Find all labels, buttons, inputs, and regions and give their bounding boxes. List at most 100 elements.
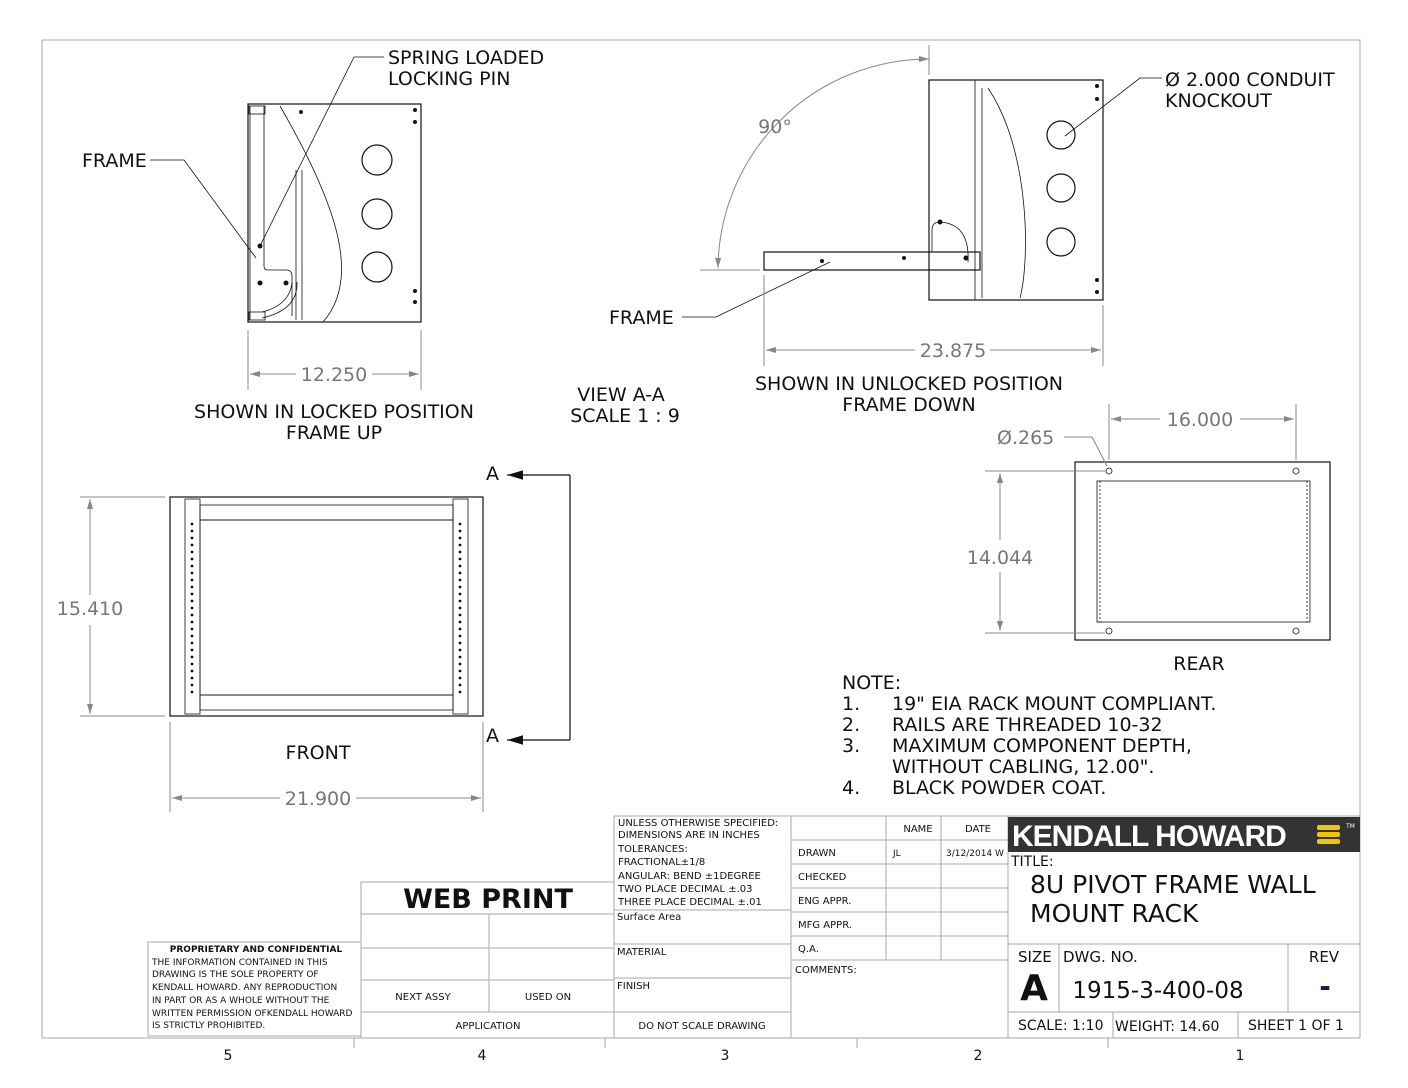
rail-hole [190, 662, 194, 666]
zone-4: 4 [478, 1048, 487, 1064]
notes-list: 1. 19" EIA RACK MOUNT COMPLIANT. 2. RAIL… [842, 693, 1216, 799]
rail-hole [458, 613, 462, 617]
drawing-title-1: 8U PIVOT FRAME WALL [1030, 870, 1316, 899]
size-value: A [1020, 968, 1048, 1009]
rail-hole [190, 606, 194, 610]
rail-hole [458, 641, 462, 645]
rail-hole [458, 557, 462, 561]
note-text: MAXIMUM COMPONENT DEPTH, [892, 735, 1192, 757]
zone-3: 3 [721, 1048, 730, 1064]
rev-value: - [1319, 970, 1331, 1003]
rail-hole [190, 683, 194, 687]
zone-1: 1 [1236, 1048, 1245, 1064]
finish-label: FINISH [617, 981, 650, 992]
dim-14044: 14.044 [967, 547, 1033, 569]
rev-label: REV [1309, 948, 1340, 966]
rail-hole [458, 683, 462, 687]
front-view [169, 496, 484, 717]
rail-hole [458, 578, 462, 582]
pin-leader [259, 56, 384, 247]
rail-hole [190, 641, 194, 645]
callout-pin-line2: LOCKING PIN [388, 68, 510, 90]
proprietary-heading: PROPRIETARY AND CONFIDENTIAL [170, 945, 343, 955]
tolerance-line: THREE PLACE DECIMAL ±.01 [617, 897, 762, 908]
caption-locked-2: FRAME UP [286, 422, 382, 444]
note-number: 2. [842, 714, 860, 736]
rail-hole [458, 669, 462, 673]
rail-hole [458, 571, 462, 575]
rail-hole [190, 578, 194, 582]
section-marker-top: A [486, 463, 499, 485]
tolerance-line: FRACTIONAL±1/8 [618, 857, 705, 868]
note-number: 3. [842, 735, 860, 757]
material-label: MATERIAL [617, 947, 667, 958]
zone-5: 5 [224, 1048, 233, 1064]
caption-front: FRONT [286, 742, 351, 764]
rail-hole [458, 522, 462, 526]
title-block-grid [147, 815, 1361, 1039]
section-scale-label: SCALE 1 : 9 [570, 405, 680, 427]
rail-hole [458, 585, 462, 589]
callout-knockout-2: KNOCKOUT [1165, 90, 1272, 112]
rail-hole [190, 634, 194, 638]
rail-hole [458, 543, 462, 547]
notes-heading: NOTE: [842, 672, 901, 694]
tolerance-line: UNLESS OTHERWISE SPECIFIED: [618, 818, 778, 829]
dim-15410: 15.410 [57, 598, 123, 620]
dim-hole: Ø.265 [997, 427, 1054, 449]
unlocked-view [700, 45, 1104, 301]
tolerance-line: TWO PLACE DECIMAL ±.03 [617, 884, 752, 895]
section-view-label: VIEW A-A [577, 384, 664, 406]
rail-hole [190, 620, 194, 624]
rail-hole [458, 536, 462, 540]
surface-area-label: Surface Area [617, 912, 681, 923]
rail-hole [458, 550, 462, 554]
locked-view [247, 103, 422, 323]
dim-23875: 23.875 [920, 340, 986, 362]
rail-hole [190, 557, 194, 561]
tolerance-line: ANGULAR: BEND ±1DEGREE [618, 871, 761, 882]
row-label: CHECKED [798, 872, 847, 883]
proprietary-line: KENDALL HOWARD. ANY REPRODUCTION [152, 983, 337, 993]
proprietary-line: THE INFORMATION CONTAINED IN THIS [151, 958, 328, 968]
section-marker-bottom: A [486, 725, 499, 747]
tolerance-line: TOLERANCES: [617, 844, 688, 855]
tolerance-line: DIMENSIONS ARE IN INCHES [618, 830, 760, 841]
rail-hole [458, 592, 462, 596]
rail-hole [190, 613, 194, 617]
sheet-value: SHEET 1 OF 1 [1248, 1018, 1344, 1034]
rail-hole [190, 529, 194, 533]
rail-hole [458, 627, 462, 631]
rail-hole [458, 599, 462, 603]
callout-knockout-1: Ø 2.000 CONDUIT [1165, 69, 1335, 91]
note-number: 4. [842, 777, 860, 799]
callout-pin-line1: SPRING LOADED [388, 47, 544, 69]
rail-hole [190, 669, 194, 673]
do-not-scale-label: DO NOT SCALE DRAWING [638, 1021, 765, 1032]
zone-2: 2 [974, 1048, 983, 1064]
frame-leader [150, 159, 257, 259]
proprietary-line: WRITTEN PERMISSION OFKENDALL HOWARD [152, 1009, 353, 1019]
proprietary-line: IS STRICTLY PROHIBITED. [152, 1021, 265, 1031]
rail-hole [190, 592, 194, 596]
hole-leader [1064, 436, 1108, 467]
size-label: SIZE [1018, 948, 1052, 966]
frame-leader-unlocked [682, 261, 831, 318]
rail-hole [190, 690, 194, 694]
row-label: ENG APPR. [798, 896, 851, 907]
rail-hole [190, 648, 194, 652]
application-label: APPLICATION [456, 1021, 521, 1032]
rail-hole [190, 543, 194, 547]
dim-21900: 21.900 [285, 788, 351, 810]
dwg-no-value: 1915-3-400-08 [1072, 978, 1243, 1004]
note-text: WITHOUT CABLING, 12.00". [892, 756, 1154, 778]
dim-16000: 16.000 [1167, 409, 1233, 431]
rail-hole [190, 627, 194, 631]
logo-text: KENDALL HOWARD [1012, 820, 1286, 853]
caption-unlocked-1: SHOWN IN UNLOCKED POSITION [755, 373, 1063, 395]
approval-rows: DRAWN JL 3/12/2014 W CHECKED ENG APPR. M… [798, 848, 1004, 955]
web-print-label: WEB PRINT [403, 884, 573, 915]
row-label: Q.A. [798, 944, 819, 955]
note-number: 1. [842, 693, 860, 715]
